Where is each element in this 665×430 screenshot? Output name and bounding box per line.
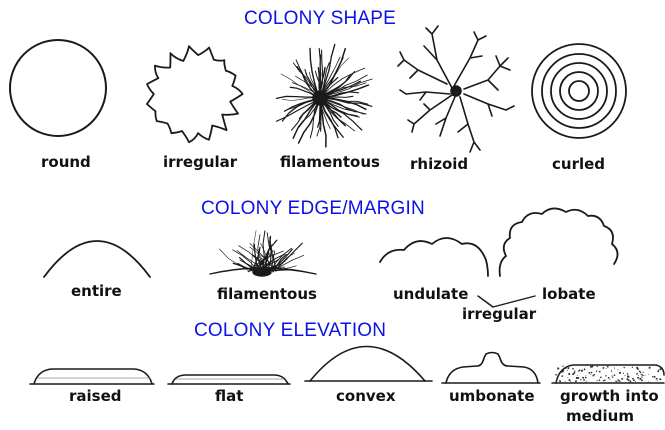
irregular-colony-icon	[147, 46, 243, 142]
label-flat: flat	[215, 388, 243, 405]
label-lobate: lobate	[542, 286, 596, 303]
label-curled: curled	[552, 156, 605, 173]
flat-elevation-icon	[168, 375, 290, 384]
label-undulate: undulate	[393, 286, 468, 303]
umbonate-elevation-icon	[442, 353, 540, 384]
entire-edge-icon	[44, 241, 150, 277]
label-convex: convex	[336, 388, 396, 405]
label-filamentous: filamentous	[280, 154, 380, 171]
growth-into-medium-elevation-icon	[552, 365, 664, 383]
curled-colony-icon	[532, 44, 626, 138]
label-umbonate: umbonate	[449, 388, 535, 405]
label-growth-into: growth into	[560, 388, 659, 405]
label-irregular: irregular	[163, 154, 237, 171]
label-round: round	[41, 154, 91, 171]
label-entire: entire	[71, 283, 122, 300]
rhizoid-colony-icon	[398, 26, 514, 152]
convex-elevation-icon	[305, 347, 432, 382]
label-raised: raised	[69, 388, 122, 405]
filamentous-edge-icon	[210, 231, 316, 276]
filamentous-colony-icon	[276, 44, 372, 146]
label-rhizoid: rhizoid	[410, 156, 468, 173]
round-colony-icon	[10, 40, 106, 136]
label-irregular-edge: irregular	[462, 306, 536, 323]
label-medium: medium	[566, 408, 634, 425]
raised-elevation-icon	[30, 369, 154, 384]
undulate-edge-icon	[380, 238, 488, 276]
lobate-edge-icon	[500, 208, 618, 276]
label-filamentous-edge: filamentous	[217, 286, 317, 303]
